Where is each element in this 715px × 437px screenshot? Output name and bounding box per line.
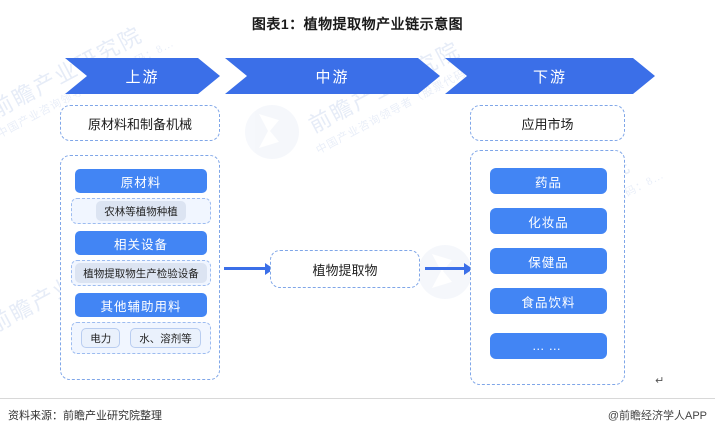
- upstream-group-title-equipment[interactable]: 相关设备: [75, 231, 207, 255]
- upstream-group-container: 原材料 农林等植物种植 相关设备 植物提取物生产检验设备 其他辅助用料 电力 水…: [60, 155, 220, 380]
- label: 其他辅助用料: [100, 299, 182, 314]
- label: 食品饮料: [521, 295, 576, 310]
- label: 保健品: [528, 255, 569, 270]
- text-cursor-mark: ↵: [655, 375, 665, 387]
- stage-chevron-upstream[interactable]: 上游: [65, 58, 220, 94]
- stage-label-midstream: 中游: [315, 68, 350, 86]
- arrow-upstream-to-midstream: [224, 262, 274, 275]
- upstream-header-box: 原材料和制备机械: [60, 105, 220, 141]
- footer-divider: [0, 398, 715, 399]
- downstream-header-box: 应用市场: [470, 105, 625, 141]
- arrow-midstream-to-downstream: [425, 262, 473, 275]
- downstream-item-cosmetics[interactable]: 化妆品: [490, 208, 607, 234]
- brand-credit: @前瞻经济学人APP: [607, 410, 707, 422]
- downstream-items-container: 药品 化妆品 保健品 食品饮料 ……: [470, 150, 625, 385]
- upstream-subitem[interactable]: 植物提取物生产检验设备: [75, 263, 207, 283]
- label: 原材料: [120, 175, 162, 190]
- page-title: 图表1：植物提取物产业链示意图: [251, 16, 464, 32]
- stage-chevron-downstream[interactable]: 下游: [445, 58, 655, 94]
- midstream-label: 植物提取物: [312, 262, 378, 278]
- upstream-subitem[interactable]: 农林等植物种植: [96, 201, 186, 221]
- downstream-item-health-products[interactable]: 保健品: [490, 248, 607, 274]
- label: ……: [532, 339, 565, 353]
- label: 化妆品: [528, 215, 569, 230]
- upstream-subitem[interactable]: 电力: [81, 328, 121, 348]
- upstream-subitems-auxiliary: 电力 水、溶剂等: [71, 322, 211, 354]
- stage-label-upstream: 上游: [125, 68, 160, 86]
- downstream-item-more[interactable]: ……: [490, 333, 607, 359]
- upstream-subitems-equipment: 植物提取物生产检验设备: [71, 260, 211, 286]
- upstream-group-title-auxiliary[interactable]: 其他辅助用料: [75, 293, 207, 317]
- upstream-subitems-raw-material: 农林等植物种植: [71, 198, 211, 224]
- upstream-header-label: 原材料和制备机械: [87, 116, 192, 132]
- stage-label-downstream: 下游: [532, 68, 567, 86]
- label: 相关设备: [113, 237, 168, 252]
- downstream-item-pharmaceutical[interactable]: 药品: [490, 168, 607, 194]
- upstream-subitem[interactable]: 水、溶剂等: [130, 328, 201, 348]
- downstream-header-label: 应用市场: [521, 116, 574, 132]
- source-note: 资料来源：前瞻产业研究院整理: [8, 410, 162, 422]
- stage-chevron-midstream[interactable]: 中游: [225, 58, 440, 94]
- downstream-item-food-beverage[interactable]: 食品饮料: [490, 288, 607, 314]
- watermark-logo-left: [245, 105, 299, 159]
- midstream-box[interactable]: 植物提取物: [270, 250, 420, 288]
- upstream-group-title-raw-material[interactable]: 原材料: [75, 169, 207, 193]
- label: 药品: [534, 175, 562, 190]
